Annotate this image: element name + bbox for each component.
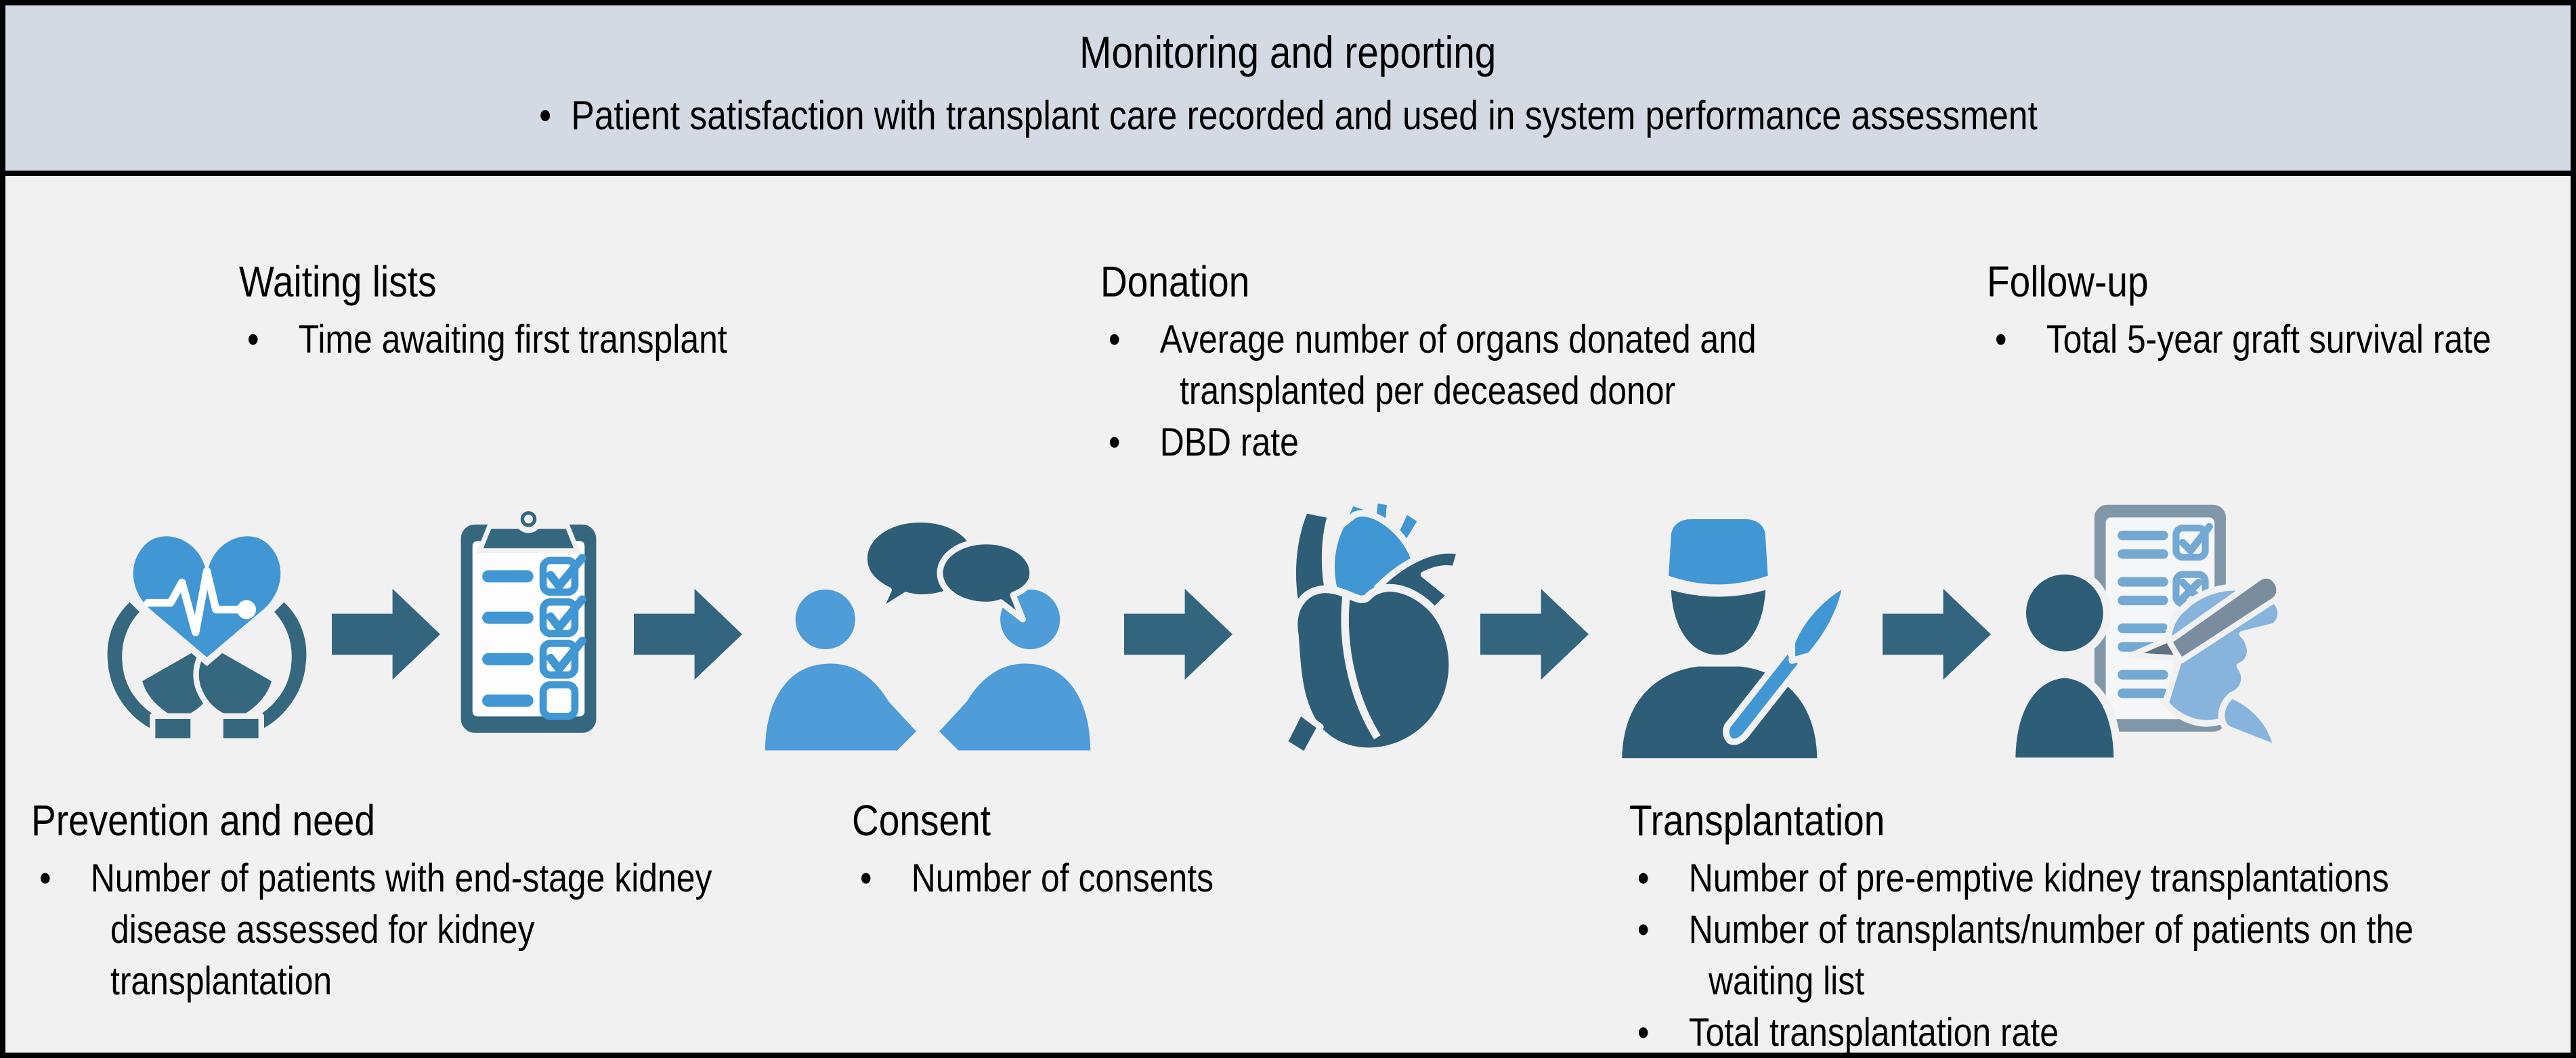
flow-arrow-icon (634, 588, 742, 680)
patient-shape (2007, 566, 2122, 766)
bullet-icon (247, 314, 299, 366)
bullet-icon (1109, 314, 1160, 366)
bullet-icon (1637, 853, 1689, 904)
hands-shape (102, 595, 312, 744)
conversation-people-icon (758, 516, 1097, 757)
vein-stub-shape (1281, 708, 1324, 759)
stage-metric-list: Total 5-year graft survival rate (1987, 314, 2543, 366)
bullet-icon (539, 92, 551, 139)
checklist-rows (482, 554, 586, 720)
stage-label-transplantation: Transplantation Number of pre-emptive ki… (1629, 796, 2465, 1055)
stage-label-prevention-and-need: Prevention and need Number of patients w… (31, 796, 748, 1007)
metric-item: Total transplantation rate (1637, 1007, 2465, 1055)
metric-item: Number of transplants/number of patients… (1637, 904, 2465, 1007)
bullet-icon (860, 853, 911, 904)
metric-text: Number of transplants/number of patients… (1688, 908, 2413, 1003)
stage-title: Transplantation (1629, 796, 1885, 845)
bullet-icon (1637, 904, 1689, 956)
metric-text: Number of consents (911, 856, 1214, 900)
stage-label-waiting-lists: Waiting lists Time awaiting first transp… (239, 257, 795, 366)
flow-arrow-icon (1883, 588, 1991, 680)
metric-text: Total transplantation rate (1688, 1011, 2059, 1055)
metric-item: DBD rate (1109, 417, 1849, 468)
stage-metric-list: Number of patients with end-stage kidney… (31, 853, 748, 1007)
metric-item: Number of pre-emptive kidney transplanta… (1637, 853, 2465, 904)
scalpel-shape (1723, 579, 1850, 745)
writing-hand-shape (2128, 573, 2285, 752)
metric-item: Total 5-year graft survival rate (1995, 314, 2543, 366)
banner-bullet-item: Patient satisfaction with transplant car… (539, 92, 2038, 139)
pulse-heart-shape (126, 529, 288, 667)
stage-metric-list: Average number of organs donated and tra… (1100, 314, 1849, 468)
metric-item: Number of consents (860, 853, 1321, 904)
stage-label-consent: Consent Number of consents (852, 796, 1321, 904)
monitoring-banner: Monitoring and reporting Patient satisfa… (5, 5, 2571, 176)
bullet-icon (39, 853, 91, 904)
stage-title: Prevention and need (31, 796, 375, 845)
pen-shape (2165, 573, 2282, 664)
heart-organ-icon (1281, 496, 1463, 759)
bullet-icon (1995, 314, 2046, 366)
checklist-clipboard-icon (454, 505, 603, 739)
stage-title: Donation (1100, 257, 1250, 306)
stage-title: Waiting lists (239, 257, 437, 306)
stage-metric-list: Number of consents (852, 853, 1321, 904)
metric-item: Average number of organs donated and tra… (1109, 314, 1849, 417)
metric-text: Average number of organs donated and tra… (1159, 317, 1757, 413)
ekg-line (144, 567, 257, 636)
metric-item: Time awaiting first transplant (247, 314, 795, 366)
stage-metric-list: Number of pre-emptive kidney transplanta… (1629, 853, 2465, 1055)
banner-title: Monitoring and reporting (1079, 27, 1497, 77)
metric-text: Time awaiting first transplant (298, 317, 727, 361)
stage-label-donation: Donation Average number of organs donate… (1100, 257, 1849, 468)
bullet-icon (1109, 417, 1160, 468)
metric-text: Number of pre-emptive kidney transplanta… (1688, 856, 2389, 900)
banner-bullet-text: Patient satisfaction with transplant car… (570, 93, 2038, 138)
flow-arrow-icon (332, 588, 440, 680)
surgeon-scalpel-icon (1615, 512, 1850, 765)
stage-label-follow-up: Follow-up Total 5-year graft survival ra… (1987, 257, 2543, 366)
surgeon-cap-shape (1662, 512, 1775, 591)
stage-title: Consent (852, 796, 991, 845)
left-person-shape (758, 583, 924, 757)
hands-holding-heart-icon (102, 529, 312, 744)
stage-metric-list: Time awaiting first transplant (239, 314, 795, 366)
stage-title: Follow-up (1987, 257, 2149, 306)
flow-arrow-icon (1480, 588, 1589, 680)
speech-bubbles (861, 516, 1036, 623)
clipboard-clip (476, 524, 581, 554)
bullet-icon (1637, 1007, 1689, 1053)
metric-item: Number of patients with end-stage kidney… (39, 853, 748, 1007)
metric-text: DBD rate (1159, 420, 1299, 464)
metric-text: Total 5-year graft survival rate (2046, 317, 2491, 361)
surgeon-face-shape (1665, 582, 1772, 661)
metric-text: Number of patients with end-stage kidney… (90, 856, 712, 1003)
patient-survey-icon (2007, 498, 2285, 766)
flow-arrow-icon (1124, 588, 1232, 680)
